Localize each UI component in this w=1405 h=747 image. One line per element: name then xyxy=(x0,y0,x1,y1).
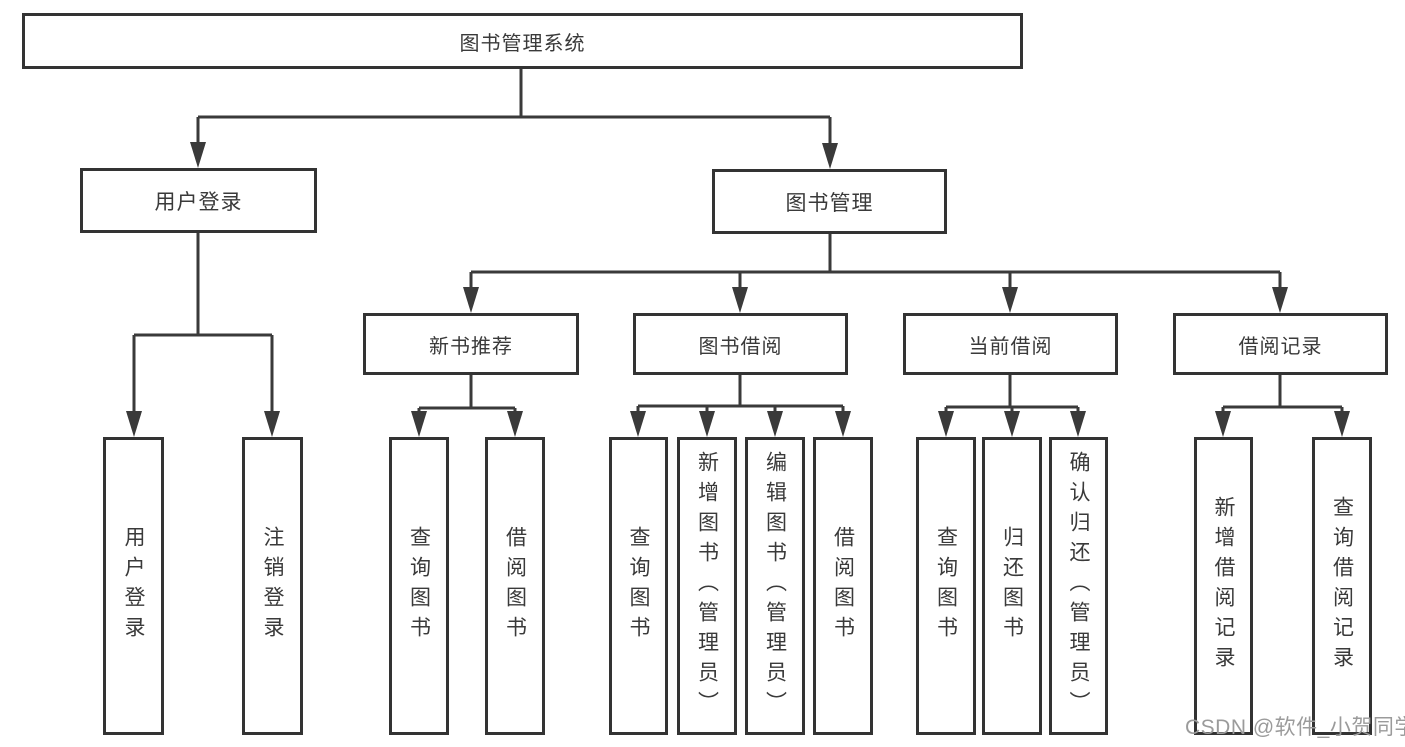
node-label: 图书管理系统 xyxy=(459,32,586,55)
arrowhead-icons xyxy=(126,142,1350,437)
node-label: 新书推荐 xyxy=(429,335,513,358)
leaf-logout: 注销登录 xyxy=(242,437,303,735)
leaf-add-borrow-record: 新增借阅记录 xyxy=(1194,437,1253,735)
csdn-watermark: CSDN @软件_小贺同学 xyxy=(1185,716,1405,739)
leaf-edit-books-admin: 编辑图书（管理员） xyxy=(745,437,805,735)
leaf-return-books: 归还图书 xyxy=(982,437,1042,735)
leaf-recommend-query-books: 查询图书 xyxy=(389,437,449,735)
node-label: 查询图书 xyxy=(627,526,650,646)
node-label: 查询借阅记录 xyxy=(1330,496,1354,676)
node-label: 借阅记录 xyxy=(1238,335,1323,358)
node-label: 图书借阅 xyxy=(698,335,783,358)
node-borrowing-records: 借阅记录 xyxy=(1173,313,1388,375)
node-label: 归还图书 xyxy=(1000,526,1024,646)
node-label: 用户登录 xyxy=(154,190,243,214)
node-current-borrowing: 当前借阅 xyxy=(903,313,1118,375)
leaf-borrowing-borrow-books: 借阅图书 xyxy=(813,437,873,735)
node-label: 借阅图书 xyxy=(503,526,527,646)
node-label: 查询图书 xyxy=(934,526,958,646)
node-label: 新增图书（管理员） xyxy=(695,451,719,721)
leaf-borrowing-query-books: 查询图书 xyxy=(609,437,668,735)
node-user-login-branch: 用户登录 xyxy=(80,168,317,233)
node-label: 图书管理 xyxy=(785,191,874,215)
node-label: 编辑图书（管理员） xyxy=(763,451,787,721)
leaf-current-query-books: 查询图书 xyxy=(916,437,976,735)
leaf-user-login: 用户登录 xyxy=(103,437,164,735)
leaf-recommend-borrow-books: 借阅图书 xyxy=(485,437,545,735)
leaf-confirm-return-admin: 确认归还（管理员） xyxy=(1049,437,1108,735)
node-label: 注销登录 xyxy=(261,526,284,646)
node-label: 查询图书 xyxy=(407,526,431,646)
leaf-query-borrow-record: 查询借阅记录 xyxy=(1312,437,1372,735)
node-book-borrowing: 图书借阅 xyxy=(633,313,848,375)
leaf-add-books-admin: 新增图书（管理员） xyxy=(677,437,737,735)
node-new-book-recommend: 新书推荐 xyxy=(363,313,579,375)
node-label: 用户登录 xyxy=(122,526,145,646)
node-label: 当前借阅 xyxy=(968,335,1053,358)
node-root-system: 图书管理系统 xyxy=(22,13,1023,69)
node-label: 新增借阅记录 xyxy=(1212,496,1235,676)
node-book-management-branch: 图书管理 xyxy=(712,169,947,234)
node-label: 借阅图书 xyxy=(831,526,855,646)
node-label: 确认归还（管理员） xyxy=(1067,451,1090,721)
